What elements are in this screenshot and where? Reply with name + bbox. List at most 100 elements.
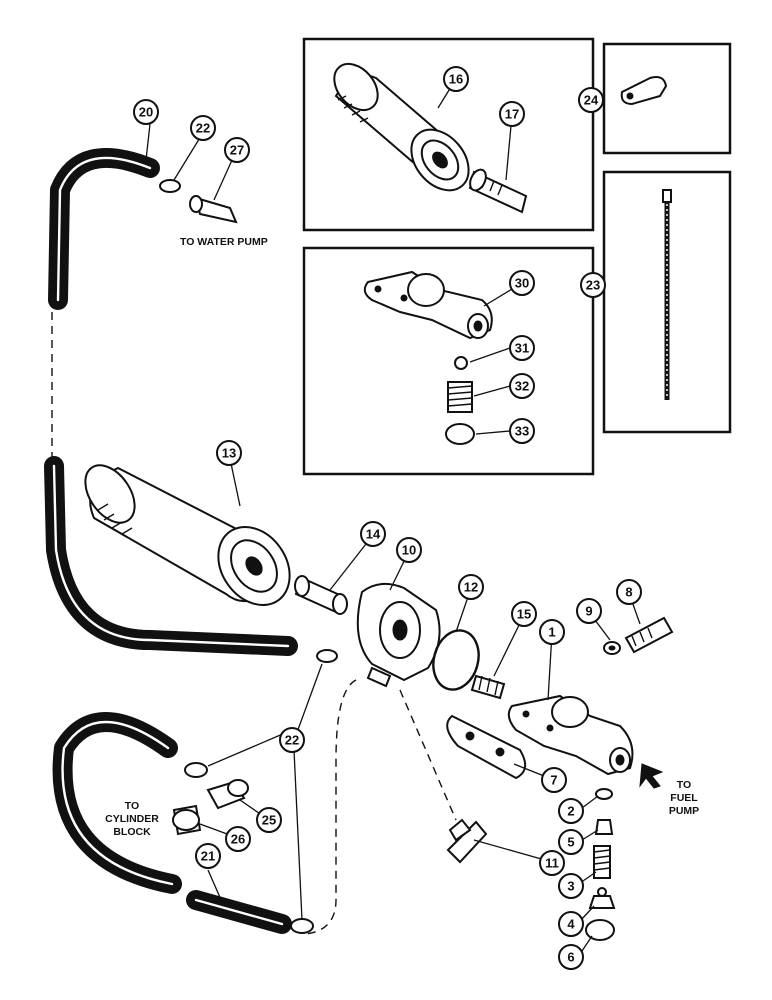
valve-housing (363, 270, 493, 340)
note-to-fuel-pump-line1: TO (677, 779, 691, 791)
relief-spring (593, 845, 611, 879)
filter-head-housing (507, 694, 634, 776)
hose-clamp-upper (159, 179, 181, 193)
svg-text:30: 30 (515, 276, 529, 291)
callout-25: 25 (256, 807, 282, 833)
svg-text:22: 22 (196, 121, 210, 136)
svg-text:9: 9 (585, 604, 592, 619)
callout-12: 12 (458, 574, 484, 600)
callout-6: 6 (558, 944, 584, 970)
callout-27: 27 (224, 137, 250, 163)
callout-1: 1 (539, 619, 565, 645)
valve-spring (447, 381, 473, 413)
adapter-fitting-15 (470, 674, 506, 700)
callout-33: 33 (509, 418, 535, 444)
assembly-centerline (399, 689, 457, 821)
elbow-fitting (206, 779, 249, 810)
callout-13: 13 (216, 440, 242, 466)
svg-text:25: 25 (262, 813, 276, 828)
cable-strap (662, 189, 672, 400)
svg-text:4: 4 (567, 917, 575, 932)
note-to-fuel-pump-line3: PUMP (669, 805, 699, 817)
spin-on-filter-large (84, 464, 291, 606)
svg-text:11: 11 (545, 856, 559, 871)
water-pump-fitting (189, 195, 238, 224)
callout-16: 16 (443, 66, 469, 92)
callout-10: 10 (396, 537, 422, 563)
callout-2: 2 (558, 798, 584, 824)
valve-seat-fitting (594, 819, 614, 835)
svg-text:16: 16 (449, 72, 463, 87)
callout-17: 17 (499, 101, 525, 127)
callout-7: 7 (541, 767, 567, 793)
svg-text:8: 8 (625, 585, 632, 600)
drain-fitting (446, 818, 488, 864)
cap-plug (585, 919, 615, 941)
callout-31: 31 (509, 335, 535, 361)
svg-text:14: 14 (366, 527, 381, 542)
callout-8: 8 (616, 579, 642, 605)
hose-clip (620, 76, 668, 106)
svg-text:10: 10 (402, 543, 416, 558)
svg-text:20: 20 (139, 105, 153, 120)
svg-text:2: 2 (567, 804, 574, 819)
adapter-fitting-14 (294, 575, 348, 615)
svg-text:21: 21 (201, 849, 215, 864)
note-to-cylinder-block-line3: BLOCK (113, 826, 151, 838)
svg-text:6: 6 (567, 950, 574, 965)
gasket (446, 714, 527, 780)
hose-upper (48, 147, 160, 310)
valve-plunger (588, 887, 616, 909)
callout-4: 4 (558, 911, 584, 937)
note-to-cylinder-block-line2: CYLINDER (105, 813, 159, 825)
callout-23: 23 (580, 272, 606, 298)
washer (603, 641, 621, 655)
inset-frame-valve-housing (302, 246, 595, 476)
check-ball (454, 356, 468, 370)
callout-30: 30 (509, 270, 535, 296)
hose-short-21 (186, 890, 292, 934)
svg-text:1: 1 (548, 625, 555, 640)
svg-text:13: 13 (222, 446, 236, 461)
svg-text:32: 32 (515, 379, 529, 394)
hose-clamp-left (184, 762, 208, 778)
svg-text:17: 17 (505, 107, 519, 122)
svg-text:26: 26 (231, 832, 245, 847)
hose-return (52, 712, 182, 894)
o-ring (432, 629, 480, 691)
inset-frame-filter-adapter (302, 37, 595, 232)
svg-text:15: 15 (517, 607, 531, 622)
note-to-water-pump: TO WATER PUMP (180, 236, 268, 248)
svg-text:27: 27 (230, 143, 244, 158)
fuel-flow-arrow (639, 763, 664, 789)
callout-3: 3 (558, 873, 584, 899)
callout-9: 9 (576, 598, 602, 624)
svg-text:12: 12 (464, 580, 478, 595)
spin-on-filter-small (333, 62, 470, 192)
cylinder-block-fitting (172, 804, 202, 836)
seal-washer (595, 788, 613, 800)
return-hose-path (305, 679, 357, 935)
callout-14: 14 (360, 521, 386, 547)
svg-text:23: 23 (586, 278, 600, 293)
hose-clamp-mid (316, 649, 338, 663)
svg-text:33: 33 (515, 424, 529, 439)
note-to-fuel-pump-line2: FUEL (670, 792, 698, 804)
svg-text:3: 3 (567, 879, 574, 894)
adapter-fitting-17 (468, 168, 528, 214)
callout-32: 32 (509, 373, 535, 399)
svg-text:31: 31 (515, 341, 529, 356)
inset-frame-clip (602, 42, 732, 155)
callout-21: 21 (195, 843, 221, 869)
callout-5: 5 (558, 829, 584, 855)
hose-lower-long (44, 456, 298, 656)
callout-24: 24 (578, 87, 604, 113)
svg-text:7: 7 (550, 773, 557, 788)
svg-text:22: 22 (285, 733, 299, 748)
callout-11: 11 (539, 850, 565, 876)
oil-cooler-housing (356, 582, 441, 688)
svg-text:24: 24 (584, 93, 599, 108)
hose-clamp-lower (290, 918, 314, 934)
plug-cap (445, 423, 475, 445)
note-to-cylinder-block-line1: TO (125, 800, 139, 812)
